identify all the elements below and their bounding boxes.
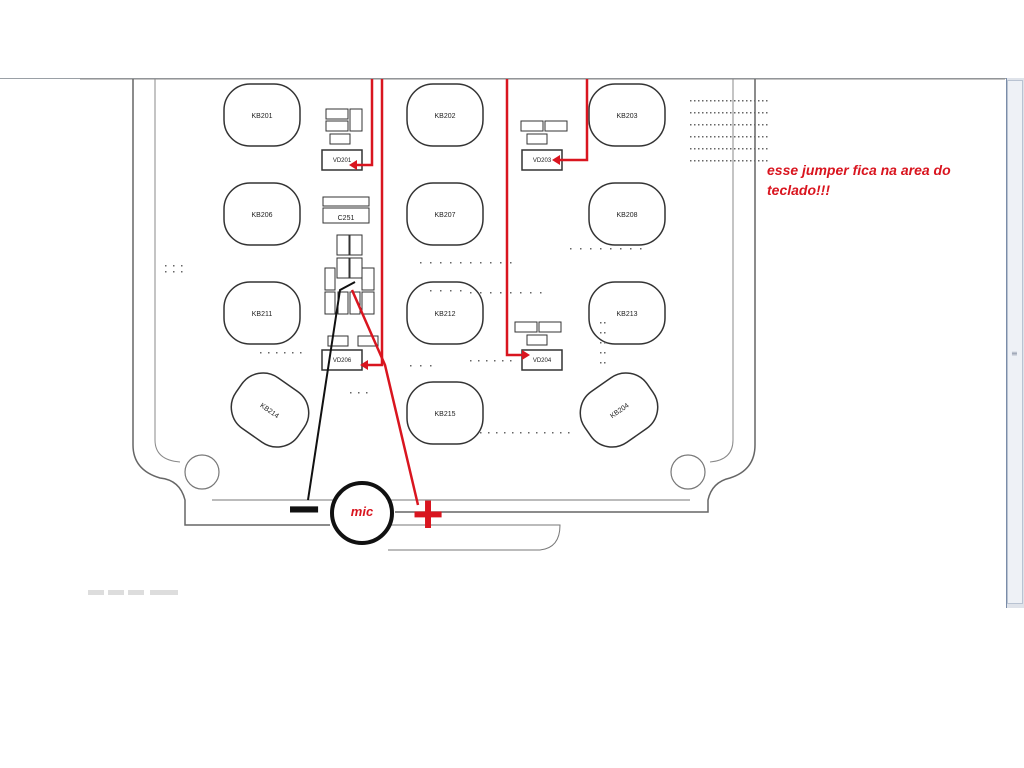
- red-arrowheads: [349, 155, 560, 370]
- image-viewer-frame: [0, 78, 1024, 609]
- key-label: KB203: [616, 113, 637, 120]
- minus-wire: [307, 281, 356, 501]
- component-cluster-left: [321, 108, 379, 371]
- key-label: KB211: [252, 311, 273, 318]
- microphone-label: mic: [351, 504, 374, 519]
- key-pad-kb204: KB204: [579, 372, 659, 448]
- annotation-line-1: esse jumper fica na area do: [767, 162, 951, 178]
- via-dots: [165, 100, 768, 434]
- key-pad-kb203: KB203: [588, 83, 666, 147]
- scrollbar-thumb[interactable]: [1007, 80, 1023, 604]
- key-label: KB215: [434, 411, 455, 418]
- faded-bottom-text: [88, 590, 178, 595]
- key-pad-kb214: KB214: [230, 372, 310, 448]
- red-jumper-wires: [350, 79, 589, 506]
- component-label-vd201: VD201: [333, 158, 352, 164]
- component-label-c251: C251: [338, 215, 355, 222]
- component-label-vd204: VD204: [533, 358, 552, 364]
- annotation-note: esse jumper fica na area do teclado!!!: [767, 160, 999, 200]
- microphone-circle: [330, 481, 394, 545]
- annotation-line-2: teclado!!!: [767, 182, 830, 198]
- component-label-vd206: VD206: [333, 358, 352, 364]
- key-pad-kb208: KB208: [588, 182, 666, 246]
- key-pad-kb202: KB202: [406, 83, 484, 147]
- key-label: KB202: [434, 113, 455, 120]
- jumper-wire-2: [368, 79, 384, 367]
- jumper-wire-1: [357, 79, 374, 167]
- jumper-wire-4: [560, 79, 589, 162]
- minus-sign: −: [288, 477, 321, 540]
- key-label: KB212: [434, 311, 455, 318]
- component-label-vd203: VD203: [533, 158, 552, 164]
- component-cluster-right: [514, 120, 568, 371]
- key-label: KB207: [434, 212, 455, 219]
- key-pad-kb206: KB206: [223, 182, 301, 246]
- key-pad-kb211: KB211: [223, 281, 301, 345]
- key-label: KB208: [616, 212, 637, 219]
- key-label: KB213: [616, 311, 637, 318]
- key-label: KB206: [251, 212, 272, 219]
- key-pad-kb215: KB215: [406, 381, 484, 445]
- key-pad-kb201: KB201: [223, 83, 301, 147]
- key-label: KB201: [251, 113, 272, 120]
- plus-wire: [350, 289, 420, 506]
- pcb-outline: [132, 79, 330, 526]
- scroll-grip-icon: ≡: [1011, 349, 1018, 358]
- key-pad-kb212: KB212: [406, 281, 484, 345]
- key-pad-kb207: KB207: [406, 182, 484, 246]
- key-pad-kb213: KB213: [588, 281, 666, 345]
- jumper-wire-3: [505, 79, 522, 357]
- plus-sign: +: [412, 484, 444, 544]
